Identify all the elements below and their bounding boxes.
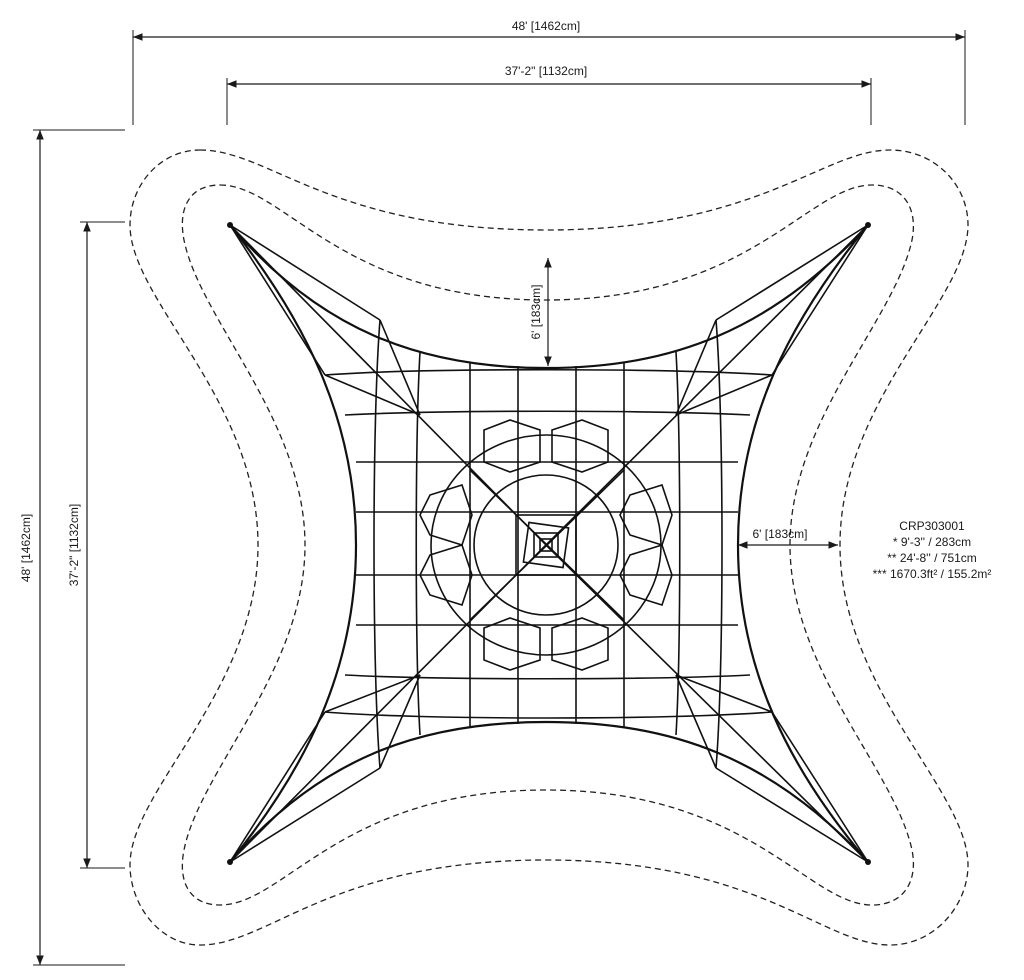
net-interior-ropes <box>229 224 869 863</box>
overall-width-label: 48' [1462cm] <box>512 19 580 33</box>
spec-line-2: ** 24'-8'' / 751cm <box>887 551 977 565</box>
top-clearance-label: 6' [183cm] <box>529 285 543 340</box>
spec-line-1: * 9'-3'' / 283cm <box>893 535 971 549</box>
inner-height-label: 37'-2" [1132cm] <box>67 504 81 586</box>
inner-safety-zone <box>181 184 914 906</box>
model-number: CRP303001 <box>899 519 965 533</box>
right-clearance-label: 6' [183cm] <box>753 527 808 541</box>
spec-line-3: *** 1670.3ft² / 155.2m² <box>873 567 992 581</box>
overall-height-label: 48' [1462cm] <box>19 514 33 582</box>
inner-width-label: 37'-2" [1132cm] <box>505 64 587 78</box>
spec-block: CRP303001 * 9'-3'' / 283cm ** 24'-8'' / … <box>873 519 992 581</box>
